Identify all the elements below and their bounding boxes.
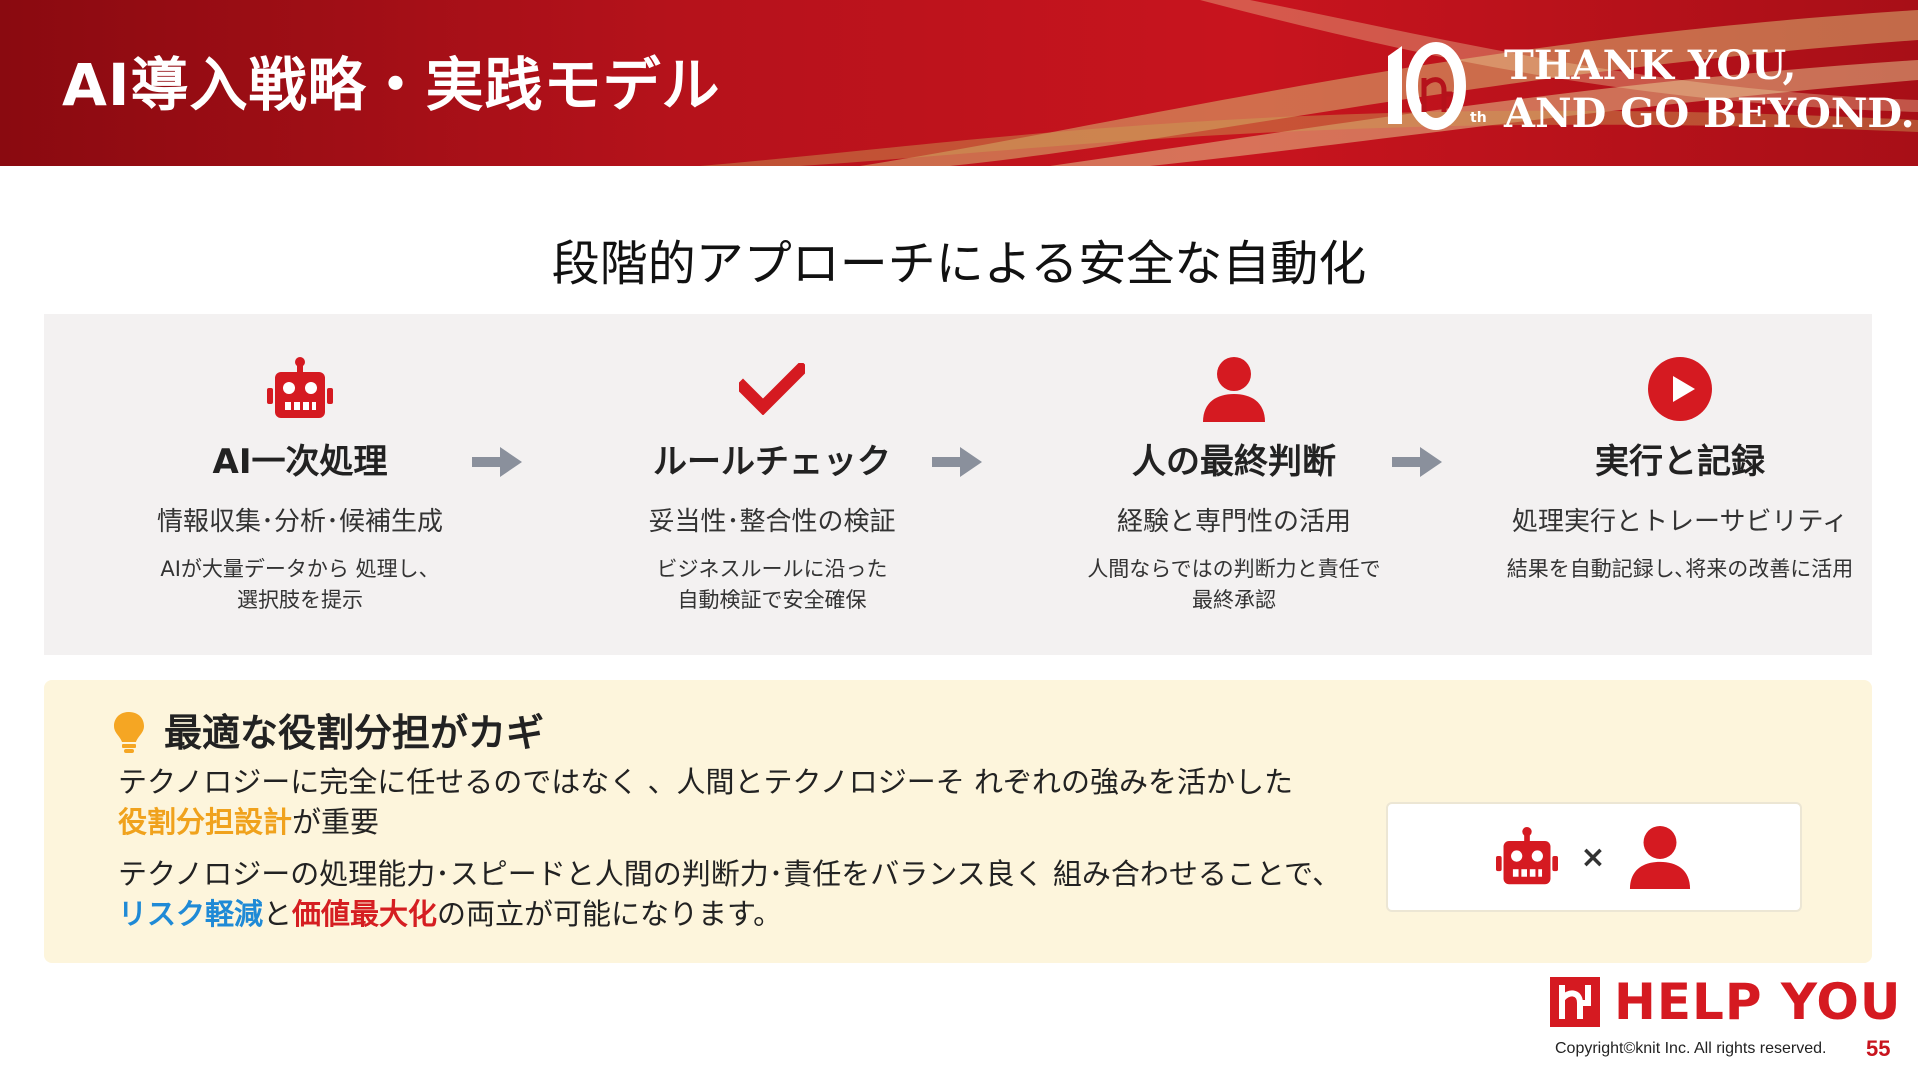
step-title: AI一次処理 (212, 442, 388, 482)
paragraph-line: テクノロジーに完全に任せるのではなく 、人間とテクノロジーそ れぞれの強みを活か… (118, 765, 1293, 799)
key-point-heading: 最適な役割分担がカギ (164, 711, 545, 755)
key-point-paragraph-1: テクノロジーに完全に任せるのではなく 、人間とテクノロジーそ れぞれの強みを活か… (118, 762, 1293, 842)
robot-icon (1496, 826, 1559, 885)
highlight-role-design: 役割分担設計 (118, 805, 293, 839)
page-number: 55 (1866, 1036, 1891, 1061)
step-rule-check: ルールチェック 妥当性･整合性の検証 ビジネスルールに沿った 自動検証で安全確保 (582, 356, 962, 616)
step-description-line: 結果を自動記録し､将来の改善に活用 (1506, 557, 1854, 581)
copyright-text: Copyright©knit Inc. All rights reserved. (1555, 1040, 1827, 1057)
step-title: 実行と記録 (1595, 442, 1765, 482)
section-title: 段階的アプローチによる安全な自動化 (551, 236, 1367, 292)
steps-panel: AI一次処理 情報収集･分析･候補生成 AIが大量データから 処理し、 選択肢を… (44, 314, 1872, 655)
highlight-value-maximization: 価値最大化 (292, 897, 438, 931)
step-subtitle: 経験と専門性の活用 (1116, 507, 1351, 537)
tagline-line-1: THANK YOU, (1504, 42, 1797, 89)
step-description-line: 人間ならではの判断力と責任で (1087, 557, 1381, 581)
step-description: 結果を自動記録し､将来の改善に活用 (1490, 554, 1870, 585)
play-icon (1490, 356, 1870, 422)
step-description-line: 選択肢を提示 (237, 588, 363, 612)
step-description: ビジネスルールに沿った 自動検証で安全確保 (582, 554, 962, 616)
key-point-paragraph-2: テクノロジーの処理能力･スピードと人間の判断力･責任をバランス良く 組み合わせる… (118, 854, 1328, 934)
paragraph-text: と (263, 897, 293, 931)
page-title: AI導入戦略・実践モデル (62, 51, 721, 119)
person-icon (1044, 356, 1424, 422)
brand-mark-icon (1550, 977, 1600, 1027)
anniversary-10th-logo: th (1388, 42, 1487, 130)
brand-name: HELP YOU (1614, 973, 1902, 1031)
step-human-judgment: 人の最終判断 経験と専門性の活用 人間ならではの判断力と責任で 最終承認 (1044, 356, 1424, 616)
step-description-line: 自動検証で安全確保 (677, 588, 867, 612)
step-ai-processing: AI一次処理 情報収集･分析･候補生成 AIが大量データから 処理し、 選択肢を… (110, 356, 490, 616)
svg-text:th: th (1470, 110, 1487, 126)
times-symbol: × (1580, 839, 1606, 875)
paragraph-line: リスク軽減と価値最大化の両立が可能になります。 (118, 894, 1328, 934)
brand-logo: HELP YOU (1550, 973, 1902, 1031)
header-banner: AI導入戦略・実践モデル th THANK YOU, AND GO BEYOND… (0, 0, 1918, 166)
lightbulb-icon (114, 712, 144, 753)
arrow-right-icon (1392, 447, 1442, 477)
person-icon (1629, 825, 1690, 889)
step-description: AIが大量データから 処理し、 選択肢を提示 (110, 554, 490, 616)
step-description: 人間ならではの判断力と責任で 最終承認 (1044, 554, 1424, 616)
arrow-right-icon (932, 447, 982, 477)
arrow-right-icon (472, 447, 522, 477)
checkmark-icon (582, 356, 962, 422)
paragraph-text: の両立が可能になります。 (437, 897, 783, 931)
step-description-line: ビジネスルールに沿った (656, 557, 888, 581)
collaboration-card: × (1386, 802, 1802, 912)
tagline: THANK YOU, AND GO BEYOND. (1504, 42, 1915, 138)
step-subtitle: 妥当性･整合性の検証 (648, 507, 896, 537)
step-description-line: 最終承認 (1192, 588, 1276, 612)
step-subtitle: 処理実行とトレーサビリティ (1512, 507, 1848, 537)
paragraph-line: 役割分担設計が重要 (118, 802, 1293, 842)
step-description-line: AIが大量データから 処理し、 (160, 557, 440, 581)
step-execute-record: 実行と記録 処理実行とトレーサビリティ 結果を自動記録し､将来の改善に活用 (1490, 356, 1870, 585)
step-title: ルールチェック (653, 442, 891, 482)
step-title: 人の最終判断 (1132, 442, 1336, 482)
paragraph-line: テクノロジーの処理能力･スピードと人間の判断力･責任をバランス良く 組み合わせる… (118, 857, 1328, 891)
paragraph-text: が重要 (292, 805, 380, 839)
highlight-risk-reduction: リスク軽減 (118, 897, 264, 931)
tagline-line-2: AND GO BEYOND. (1504, 90, 1915, 137)
step-subtitle: 情報収集･分析･候補生成 (156, 507, 443, 537)
key-point-box: 最適な役割分担がカギ テクノロジーに完全に任せるのではなく 、人間とテクノロジー… (44, 680, 1872, 963)
robot-icon (110, 356, 490, 422)
